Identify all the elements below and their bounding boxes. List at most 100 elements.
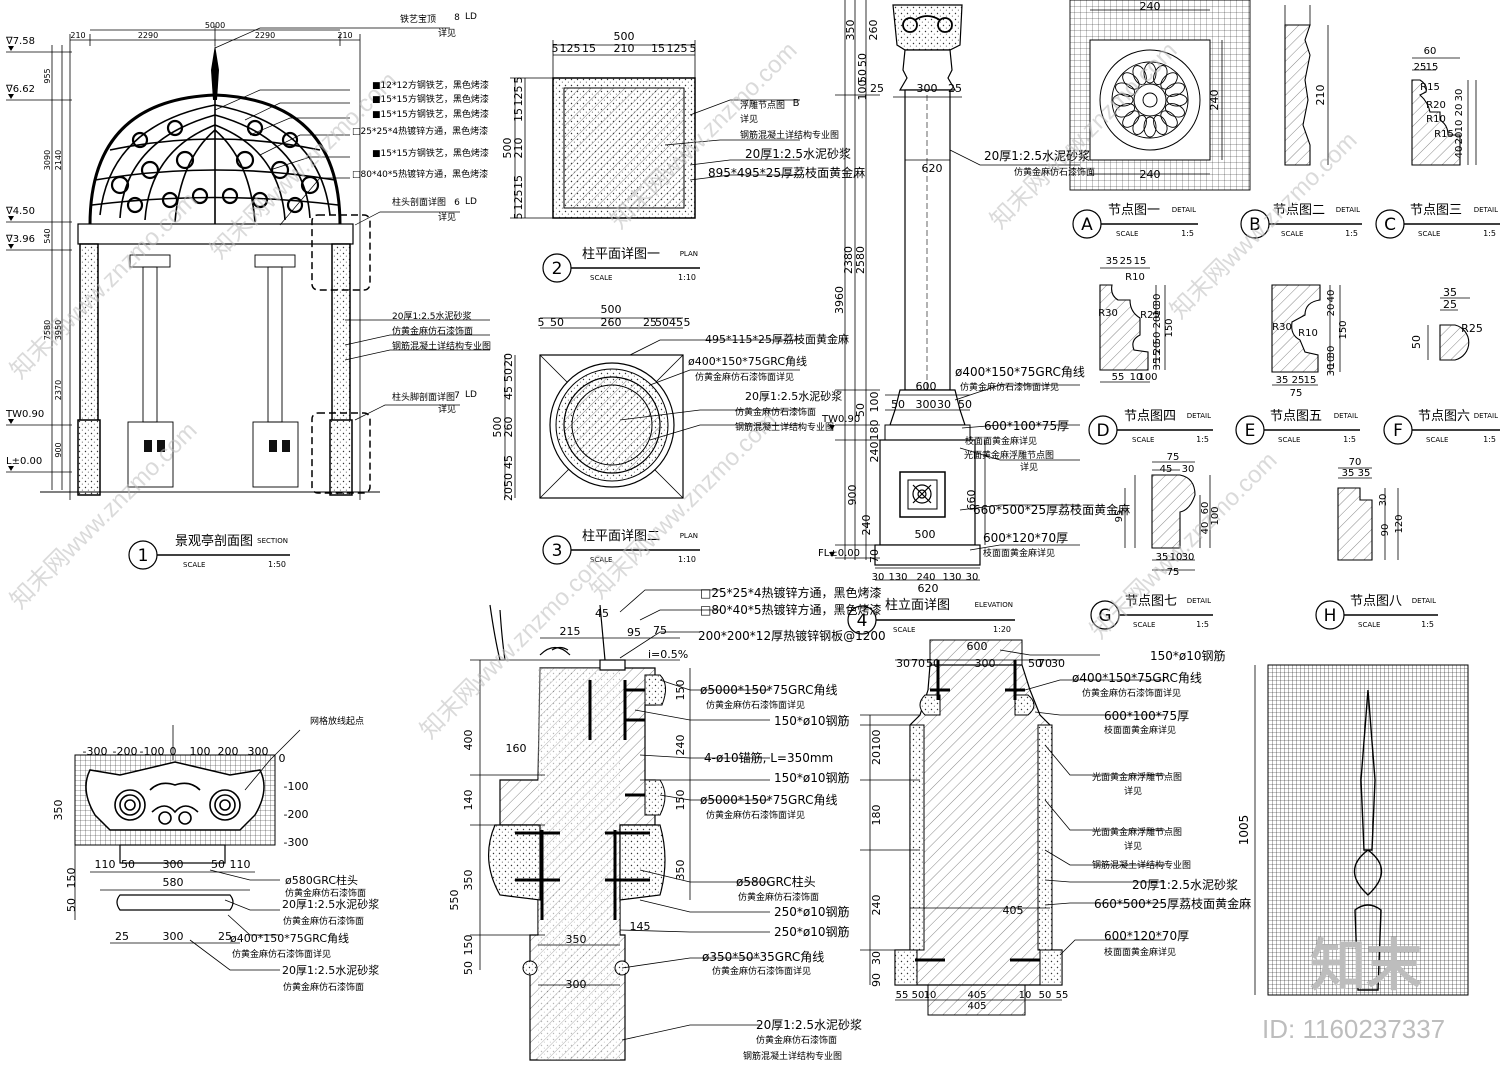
annotation: ø400*150*75GRC角线 [230,931,349,945]
annotation: 660*500*25厚荔枝面黄金麻 [973,502,1130,517]
axis-label: 100 [190,745,211,758]
view-number: H [1324,606,1337,626]
annotation: ø5000*150*75GRC角线 [700,793,837,807]
dim-label: 350 [674,860,687,881]
dim-label: 15 [512,108,525,122]
dim-label: 240 [870,895,883,916]
view-scale-word: SCALE [183,561,205,569]
dim-label: 20 [1454,132,1465,145]
dim-label: 45 [595,607,609,620]
dim-label: 550 [448,890,461,911]
annotation: 钢筋混凝土详结构专业图 [743,1050,842,1062]
dim-label: 15 [512,175,525,189]
dim-label: 25 [1443,298,1457,311]
dim-label: 25 [870,82,884,95]
dim-label: 25 [1120,256,1133,267]
detail-c [1411,57,1477,166]
dim-label: 900 [846,485,859,506]
dim-label: 210 [337,31,352,40]
annotation: ■15*15方钢铁艺，黑色烤漆 [372,147,489,159]
annotation: 600*100*75厚 [1104,709,1189,723]
dim-label: 100 [870,730,883,751]
view-title: 柱平面详图一 [582,247,660,262]
dim-label: 160 [506,742,527,755]
dim-label: 500 [491,417,504,438]
view-title: 节点图六 [1418,409,1470,424]
axis-label: 300 [248,745,269,758]
dim-label: 25 [1414,62,1427,73]
view-tag: SECTION [257,537,288,545]
view-number: B [1249,215,1261,235]
axis-label: 0 [170,745,177,758]
annotation: □80*40*5热镀锌方通，黑色烤漆 [352,168,488,180]
annotation: 仿黄金麻仿石漆饰面 [1014,166,1095,178]
view-tag: DETAIL [1412,597,1436,605]
dim-label: 30 [1378,494,1389,507]
dim-label: 2580 [854,246,867,274]
dim-label: 3090 [43,150,52,170]
annotation: 20厚1:2.5水泥砂浆 [282,963,379,977]
dim-label: 620 [922,162,943,175]
annotation: 20厚1:2.5水泥砂浆 [745,146,851,161]
dim-label: 50 [65,898,78,912]
axis-label: -100 [284,780,309,793]
detail-d [1099,267,1166,383]
view-scale-word: SCALE [1418,230,1440,238]
view-number: 2 [552,259,563,279]
dim-label: 240 [860,515,873,536]
elevation-mark: ∇6.62 [5,84,35,95]
dim-label: 215 [560,625,581,638]
annotation: 钢筋混凝土详结构专业图 [740,129,839,141]
view-title: 节点图一 [1108,203,1160,218]
dim-label: 2290 [255,31,275,40]
annotation: ø5000*150*75GRC角线 [700,683,837,697]
annotation: 250*ø10钢筋 [774,924,850,939]
dim-label: 350 [566,933,587,946]
dim-label: R10 [1298,328,1318,339]
view-scale: 1:5 [1483,435,1496,444]
dim-label: 5 [684,316,691,329]
view-scale: 1:5 [1421,620,1434,629]
view-scale-word: SCALE [893,626,915,634]
dim-label: 15 [1134,256,1147,267]
dim-label: 240 [1140,168,1161,181]
dim-label: 100 [868,392,881,413]
annotation: 600*120*70厚 [983,531,1068,545]
dim-label: 400 [462,730,475,751]
dim-label: 5 [690,42,697,55]
dim-label: 20 [1326,304,1337,317]
dim-label: 3950 [54,320,63,340]
ref-number: 7 [454,391,460,401]
dim-label: R20 [1426,100,1446,111]
annotation: 495*115*25厚荔枝面黄金麻 [705,332,849,346]
annotation: 铁艺宝顶 [400,13,436,25]
dim-label: 50 [958,398,972,411]
dim-label: 75 [1167,567,1180,578]
annotation: 光面黄金麻浮雕节点图 [1092,771,1182,783]
dim-label: 240 [916,572,935,583]
dim-label: 2290 [138,31,158,40]
dim-label: 110 [230,858,251,871]
column-head-section [470,589,770,1061]
annotation: 仿黄金麻仿石漆饰面详见 [232,948,331,960]
elevation-mark: L±0.00 [6,456,42,467]
dim-label: 35 [1276,375,1289,386]
view-scale-word: SCALE [1281,230,1303,238]
view-tag: PLAN [680,250,698,258]
annotation: 仿黄金麻仿石漆饰面 [283,915,364,927]
annotation: ø350*50*35GRC角线 [702,950,824,964]
dim-label: 20 [502,487,515,501]
dim-label: 620 [918,582,939,595]
view-number: F [1393,421,1403,441]
view-title: 节点图二 [1273,203,1325,218]
annotation: 仿黄金麻仿石漆饰面 [285,887,366,899]
view-scale: 1:10 [678,555,696,564]
dim-label: 35 [1106,256,1119,267]
dim-label: 240 [1208,90,1221,111]
view-scale: 1:5 [1196,620,1209,629]
dim-label: 140 [462,790,475,811]
view-tag: DETAIL [1187,412,1211,420]
ref-ld: LD [465,197,477,207]
